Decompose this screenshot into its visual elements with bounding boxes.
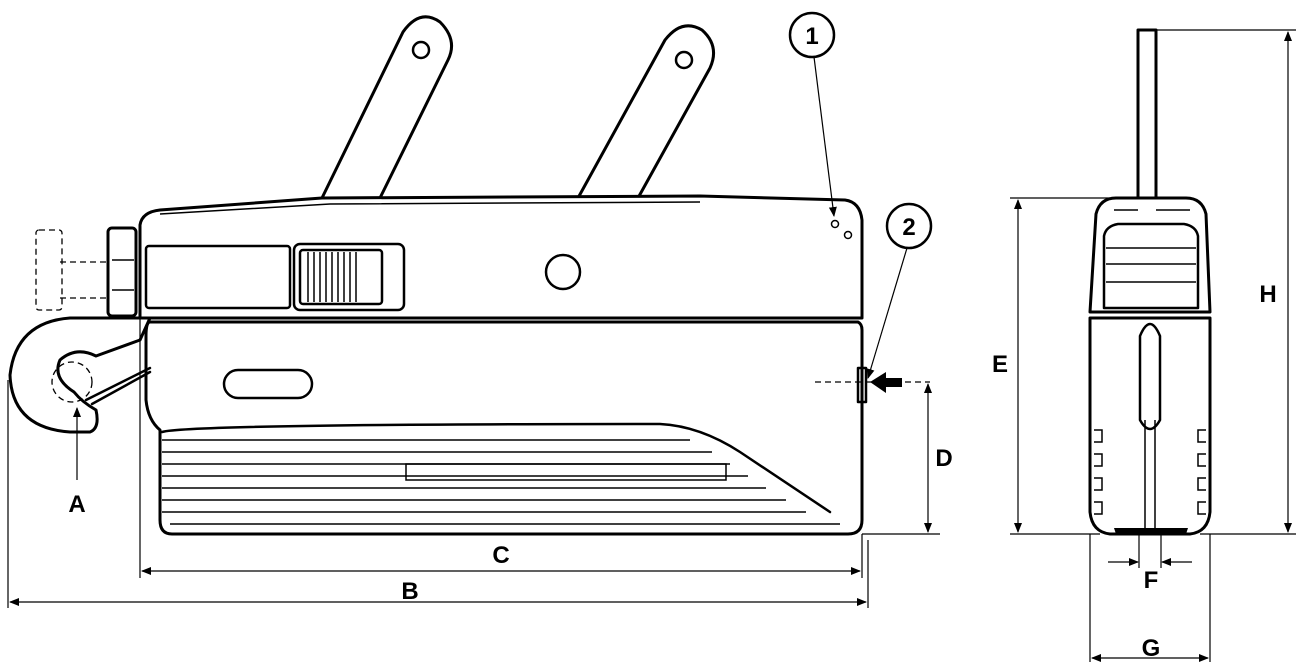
dim-B-label: B	[401, 578, 418, 605]
dim-D: D	[862, 383, 953, 535]
selector-slider	[298, 248, 384, 306]
dim-E-label: E	[992, 351, 1008, 378]
dim-D-label: D	[935, 445, 952, 472]
callout-1: 1	[788, 11, 837, 217]
side-view: 1 2 A C B	[7, 11, 953, 608]
front-handle	[1136, 28, 1158, 226]
selector-frame	[292, 242, 406, 312]
upper-housing	[138, 194, 864, 320]
slider-ribs	[307, 252, 357, 302]
dim-E: E	[992, 197, 1110, 535]
anchor-hook	[8, 316, 152, 434]
dim-A-label: A	[68, 491, 85, 518]
oval-slot	[222, 368, 314, 400]
dim-C: C	[139, 318, 863, 578]
lever-handle-left	[320, 15, 454, 200]
front-upper-housing	[1088, 196, 1212, 314]
dim-H: H	[1156, 29, 1296, 535]
lever-handle-right	[576, 24, 716, 200]
lower-housing	[144, 320, 864, 536]
dim-F-label: F	[1144, 567, 1159, 594]
front-view: E H F G	[992, 28, 1296, 662]
dim-F: F	[1108, 534, 1192, 594]
dim-G: G	[1089, 534, 1211, 662]
release-knob	[35, 226, 138, 318]
dim-A: A	[68, 407, 86, 518]
dim-G-label: G	[1142, 635, 1161, 662]
dim-H-label: H	[1259, 281, 1276, 308]
callout-1-label: 1	[805, 23, 818, 50]
callout-2-label: 2	[902, 214, 915, 241]
front-lower-housing	[1088, 316, 1212, 536]
dim-C-label: C	[492, 542, 509, 569]
callout-2: 2	[815, 202, 933, 393]
label-window	[144, 244, 292, 310]
dim-B: B	[7, 380, 869, 608]
pivot-bolt	[544, 253, 582, 291]
